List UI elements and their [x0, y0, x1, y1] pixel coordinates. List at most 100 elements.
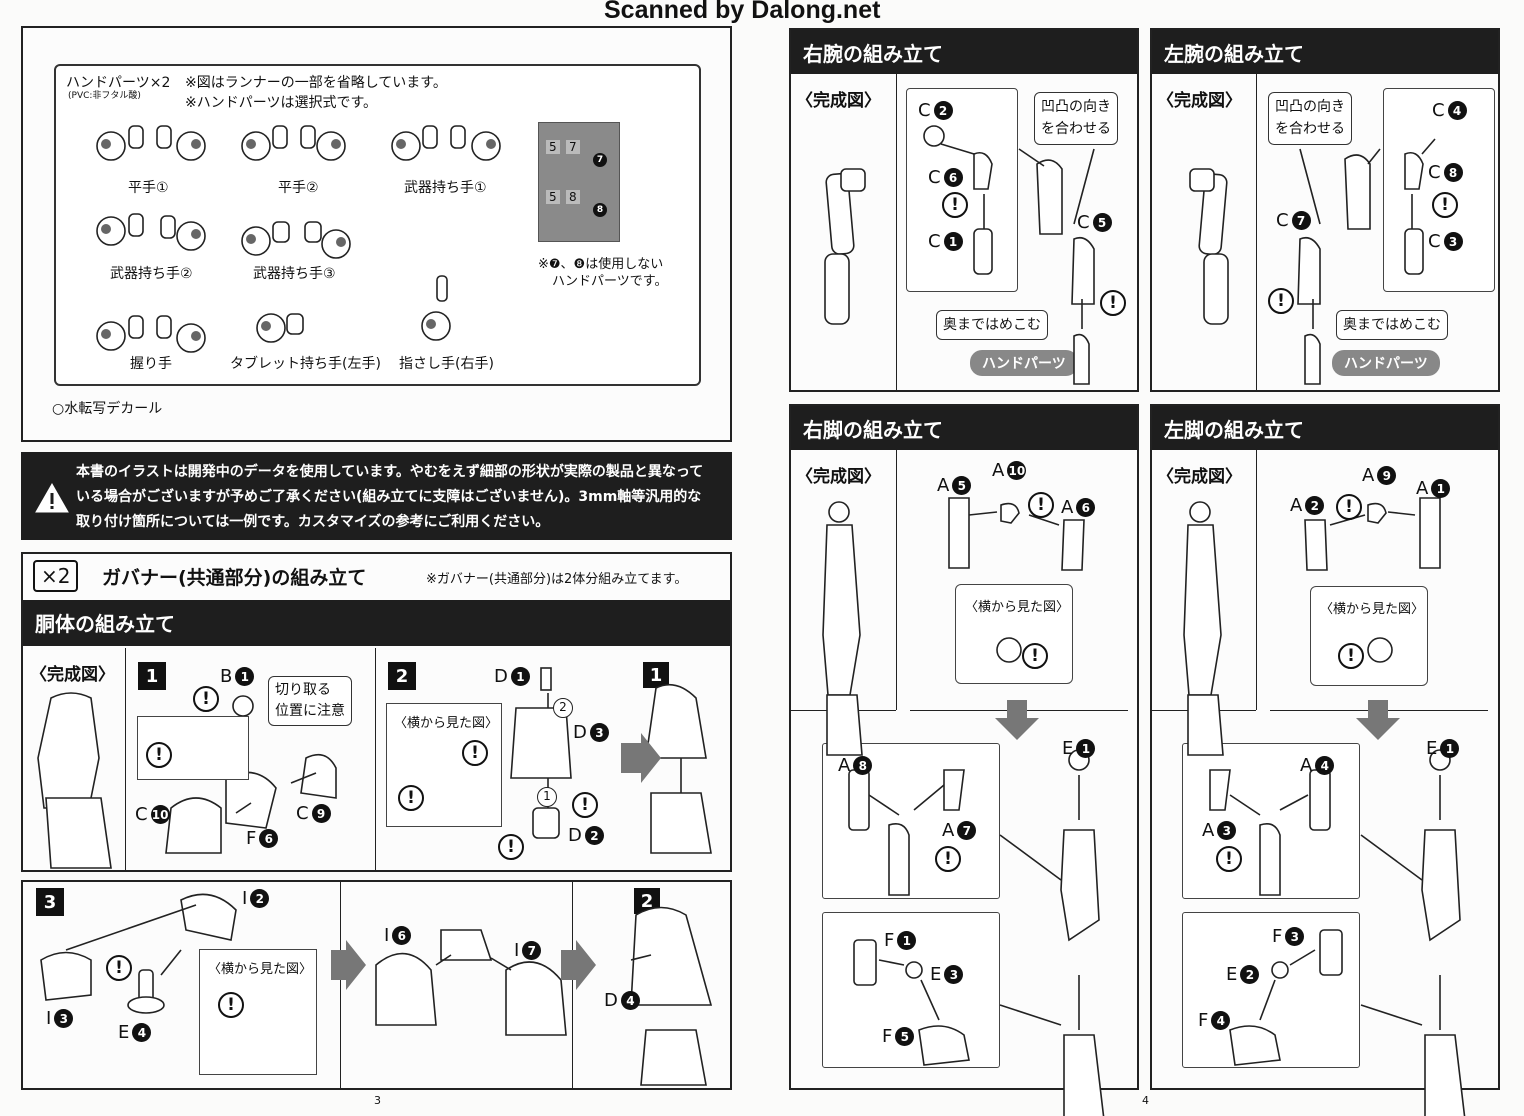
runner-label-1: 5	[546, 140, 560, 154]
torso-step2: 2	[388, 662, 416, 690]
caution-icon: !	[935, 846, 961, 872]
runner-label-3: 5	[546, 190, 560, 204]
warning-line1: 本書のイラストは開発中のデータを使用しています。やむをえず細部の形状が実際の製品…	[76, 464, 704, 480]
decal-item: ○水転写デカール	[52, 401, 163, 417]
step3-side-view-box	[199, 949, 317, 1075]
page-number-left: 3	[374, 1094, 381, 1107]
left-arm-complete: 〈完成図〉	[1157, 91, 1242, 111]
seq-2: 2	[553, 698, 573, 718]
left-leg-illustrations	[1183, 497, 1466, 1116]
caution-icon: !	[1336, 494, 1362, 520]
warning-bar	[21, 452, 732, 540]
right-leg-side-view-caption: 〈横から見た図〉	[965, 600, 1070, 615]
hand-item-1: 平手①	[128, 180, 169, 196]
caution-icon: !	[106, 955, 132, 981]
left-leg-title-bar: 左脚の組み立て	[1152, 406, 1498, 450]
caution-icon: !	[942, 192, 968, 218]
warning-line3: 取り付け箇所については一例です。カスタマイズの参考にご利用ください。	[76, 514, 550, 530]
hand-parts-note2: ※ハンドパーツは選択式です。	[185, 95, 378, 111]
right-leg-illustrations	[822, 497, 1105, 1116]
down-arrow-icon	[995, 700, 1039, 740]
right-arrow-icon	[621, 733, 661, 783]
caution-icon: !	[1100, 290, 1126, 316]
right-arm-push-note: 奥まではめこむ	[936, 310, 1048, 341]
right-leg-complete: 〈完成図〉	[796, 467, 881, 487]
left-arm-hand-parts: ハンドパーツ	[1332, 350, 1440, 376]
right-leg-side-view-box	[955, 584, 1073, 684]
unused-note-line1: ※❼、❽は使用しない	[538, 257, 664, 272]
hand-item-8: 指さし手(右手)	[399, 356, 494, 372]
hand-parts-illustrations	[96, 125, 501, 353]
torso-side-view-caption: 〈横から見た図〉	[394, 716, 499, 731]
runner-label-4: 8	[566, 190, 580, 204]
caution-icon: !	[218, 992, 244, 1018]
caution-icon: !	[1022, 643, 1048, 669]
hand-parts-material: (PVC:非フタル酸)	[68, 91, 141, 101]
left-arm-inner-box	[1383, 88, 1495, 292]
hand-item-5: 武器持ち手③	[253, 266, 336, 282]
caution-icon: !	[1216, 846, 1242, 872]
hand-parts-title: ハンドパーツ×2	[66, 75, 171, 91]
cut-note: 切り取る位置に注意	[268, 676, 352, 726]
torso-step-illustrations	[37, 667, 712, 869]
scanner-watermark: Scanned by Dalong.net	[604, 0, 881, 24]
left-leg-side-view-box	[1310, 586, 1428, 686]
runner-label-2: 7	[566, 140, 580, 154]
page-number-right: 4	[1142, 1094, 1149, 1107]
hand-item-4: 武器持ち手②	[110, 266, 193, 282]
caution-icon: !	[1338, 643, 1364, 669]
caution-icon: !	[193, 686, 219, 712]
right-leg-title-bar: 右脚の組み立て	[791, 406, 1137, 450]
torso-step1-b: 1	[643, 662, 669, 688]
left-arm-title-bar: 左腕の組み立て	[1152, 30, 1498, 74]
caution-icon: !	[462, 740, 488, 766]
right-arm-title-bar: 右腕の組み立て	[791, 30, 1137, 74]
multiplier-badge: ×2	[33, 560, 79, 592]
torso-step3: 3	[36, 888, 64, 916]
runner-marker-8: 8	[590, 197, 607, 217]
hand-item-6: 握り手	[130, 356, 172, 372]
warning-triangle-icon	[35, 482, 69, 513]
governor-note: ※ガバナー(共通部分)は2体分組み立てます。	[426, 572, 688, 587]
caution-icon: !	[572, 792, 598, 818]
torso-step1-a: 1	[138, 662, 166, 690]
warning-line2: いる場合がございますが予めご了承ください(組み立てに支障はございません)。3mm…	[76, 489, 702, 505]
right-arm-inner-box	[906, 88, 1018, 292]
right-arm-hand-parts: ハンドパーツ	[970, 350, 1078, 376]
step3-side-view-caption: 〈横から見た図〉	[208, 962, 313, 977]
hand-item-2: 平手②	[278, 180, 319, 196]
torso-title-bar: 胴体の組み立て	[23, 600, 730, 646]
left-arm-align-note: 凹凸の向きを合わせる	[1268, 92, 1352, 145]
left-arm-illustrations	[1189, 138, 1436, 385]
hand-parts-note1: ※図はランナーの一部を省略しています。	[185, 75, 447, 91]
